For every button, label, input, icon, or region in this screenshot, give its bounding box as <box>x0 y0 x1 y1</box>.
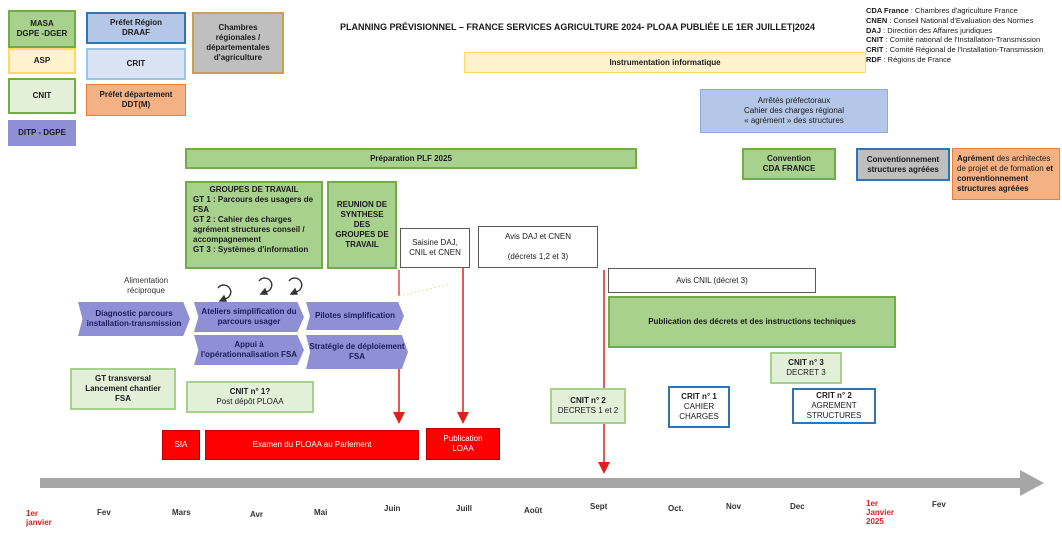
cnit1-box: CNIT n° 1? Post dépôt PLOAA <box>186 381 314 413</box>
ateliers-arrow: Ateliers simplification du parcours usag… <box>194 302 304 332</box>
month-fev-2025: Fev <box>932 500 946 509</box>
month-aout: Août <box>524 506 543 515</box>
legend-cnit: CNIT <box>8 78 76 114</box>
month-juin: Juin <box>384 504 401 513</box>
examen-bar: Examen du PLOAA au Parlement <box>205 430 419 460</box>
cycle-icons <box>217 277 303 302</box>
publication-decrets-box: Publication des décrets et des instructi… <box>608 296 896 348</box>
page-title: PLANNING PRÉVISIONNEL – FRANCE SERVICES … <box>340 22 815 32</box>
instrumentation-bar: Instrumentation informatique <box>464 52 866 73</box>
cnit3-box: CNIT n° 3 DECRET 3 <box>770 352 842 384</box>
crit1-box: CRIT n° 1 CAHIER CHARGES <box>668 386 730 428</box>
month-oct: Oct. <box>668 504 684 513</box>
month-avr: Avr <box>250 510 264 519</box>
crit2-box: CRIT n° 2 AGREMENT STRUCTURES <box>792 388 876 424</box>
month-fev: Fev <box>97 508 111 517</box>
legend-asp: ASP <box>8 48 76 74</box>
legend-prefet-region: Préfet Région DRAAF <box>86 12 186 44</box>
agrement-architectes-box: Agrément des architectes de projet et de… <box>952 148 1060 200</box>
month-sept: Sept <box>590 502 608 511</box>
pilotes-arrow: Pilotes simplification <box>306 302 404 330</box>
cnit2-box: CNIT n° 2 DECRETS 1 et 2 <box>550 388 626 424</box>
avis-daj-box: Avis DAJ et CNEN (décrets 1,2 et 3) <box>478 226 598 268</box>
legend-prefet-departement: Préfet département DDT(M) <box>86 84 186 116</box>
reunion-synthese-box: REUNION DE SYNTHESE DES GROUPES DE TRAVA… <box>327 181 397 269</box>
alimentation-label: Alimentation réciproque <box>124 276 169 295</box>
timeline-arrow <box>40 470 1044 496</box>
legend-chambres: Chambres régionales / départementales d'… <box>192 12 284 74</box>
avis-cnil-box: Avis CNIL (décret 3) <box>608 268 816 293</box>
month-mars: Mars <box>172 508 191 517</box>
legend-masa: MASA DGPE -DGER <box>8 10 76 48</box>
month-janvier: 1er janvier <box>26 509 52 527</box>
diagnostic-arrow: Diagnostic parcours installation-transmi… <box>78 302 190 336</box>
saisine-box: Saisine DAJ, CNIL et CNEN <box>400 228 470 268</box>
legend-crit: CRIT <box>86 48 186 80</box>
legend-ditp: DITP - DGPE <box>8 120 76 146</box>
convention-box: Convention CDA FRANCE <box>742 148 836 180</box>
arretes-box: Arrêtés préfectoraux Cahier des charges … <box>700 89 888 133</box>
strategie-arrow: Stratégie de déploiement FSA <box>306 335 408 369</box>
abbreviation-legend: CDA France : Chambres d'agriculture Fran… <box>866 6 1044 64</box>
conventionnement-box: Conventionnement structures agréées <box>856 148 950 181</box>
month-juill: Juill <box>456 504 473 513</box>
publication-loaa-bar: Publication LOAA <box>426 428 500 460</box>
month-mai: Mai <box>314 508 328 517</box>
month-janvier-2025: 1er Janvier 2025 <box>866 499 895 526</box>
month-nov: Nov <box>726 502 742 511</box>
sia-bar: SIA <box>162 430 200 460</box>
month-dec: Dec <box>790 502 805 511</box>
gt-transversal-box: GT transversal Lancement chantier FSA <box>70 368 176 410</box>
plf-bar: Préparation PLF 2025 <box>185 148 637 169</box>
appui-arrow: Appui à l'opérationnalisation FSA <box>194 335 304 365</box>
groupes-travail-box: GROUPES DE TRAVAIL GT 1 : Parcours des u… <box>185 181 323 269</box>
